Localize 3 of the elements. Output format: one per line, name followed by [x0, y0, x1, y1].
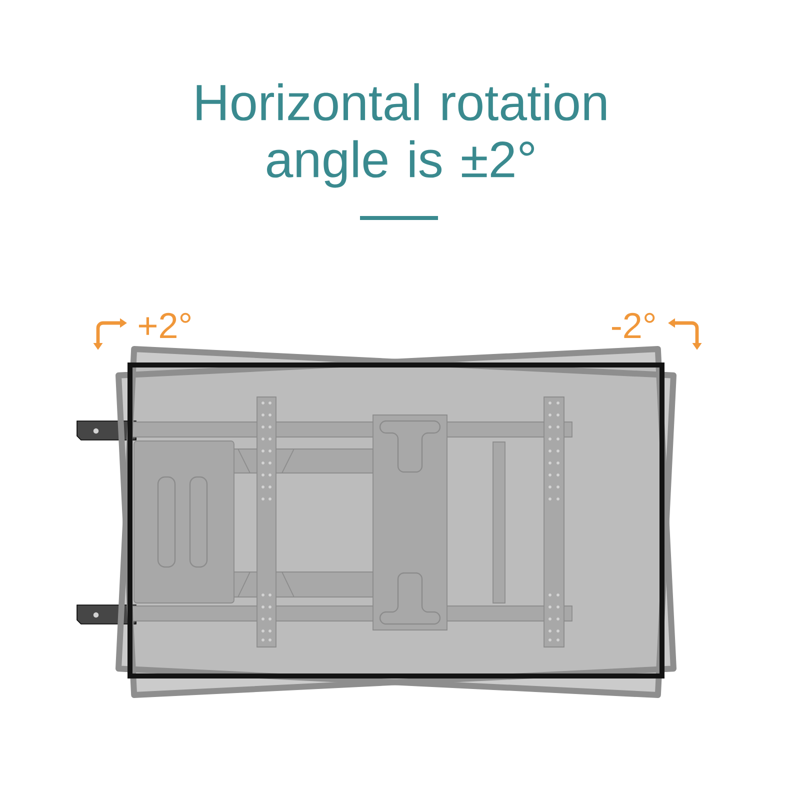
- title: Horizontal rotation angle is ±2°: [196, 83, 606, 188]
- angle-label: +2°: [138, 312, 190, 338]
- angle-label: -2°: [612, 312, 655, 338]
